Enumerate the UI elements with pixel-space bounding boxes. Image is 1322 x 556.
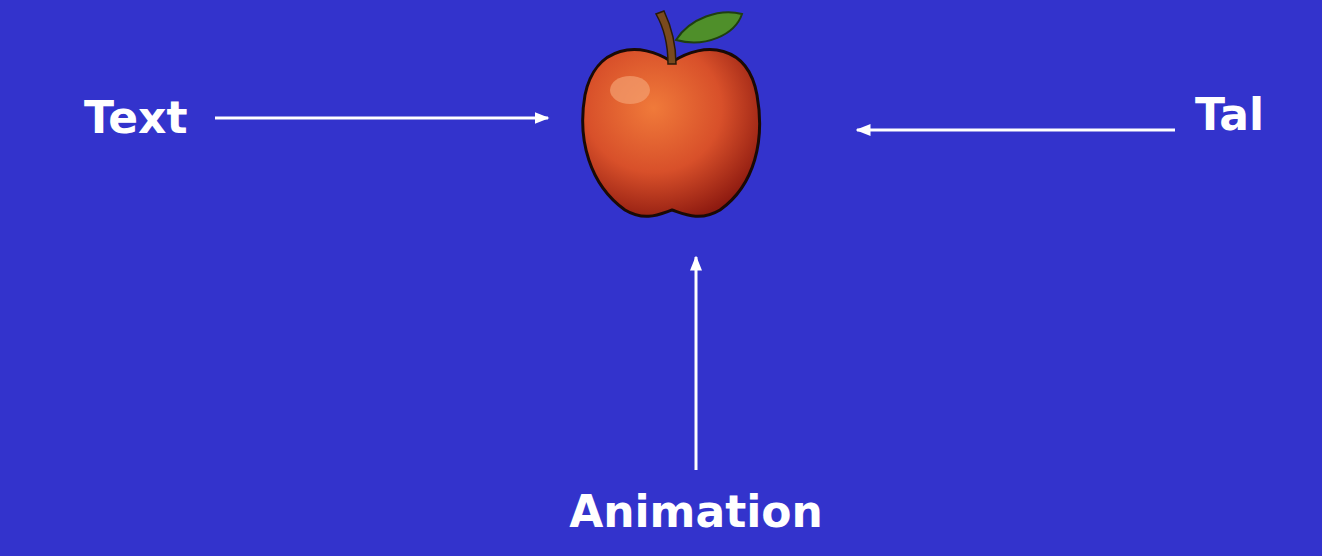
leader-arrows [215, 118, 1175, 470]
apple-picture [583, 11, 760, 216]
annotation-label: Tal [1195, 93, 1264, 137]
arrow-line [857, 129, 1175, 132]
annotation-label: Animation [569, 490, 823, 534]
arrow-line [215, 117, 548, 120]
annotation-label: Text [84, 96, 187, 140]
arrow-line [695, 257, 698, 470]
